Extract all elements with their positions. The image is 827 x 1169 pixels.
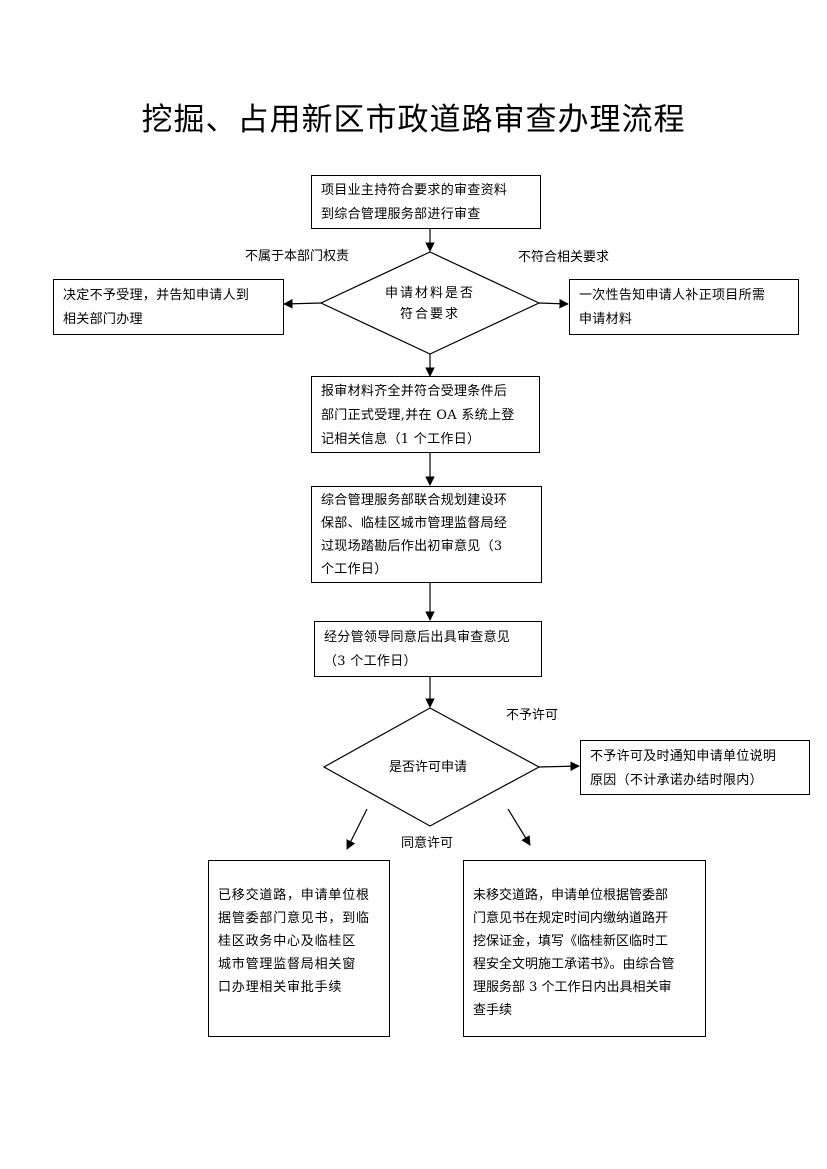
arrow-check-to-supplement [538,298,569,309]
decision-permit-text: 是否许可申请 [388,760,467,775]
node-leader-approval: 经分管领导同意后出具审查意见 （3 个工作日） [314,621,542,677]
node-transferred-road: 已移交道路，申请单位根 据管委部门意见书，到临 桂区政务中心及临桂区 城市管理监… [208,860,390,1037]
label-not-permitted: 不予许可 [506,708,559,723]
node-start: 项目业主持符合要求的审查资料 到综合管理服务部进行审查 [311,175,541,229]
decision-diamond-permit [322,707,541,827]
arrow-decision-to-not-permitted [538,761,580,772]
label-not-meeting-requirements: 不符合相关要求 [518,250,610,265]
node-supplement: 一次性告知申请人补正项目所需 申请材料 [569,279,799,335]
node-not-permitted: 不予许可及时通知申请单位说明 原因（不计承诺办结时限内） [580,740,810,795]
arrow-decision-to-untransferred [507,808,531,846]
page-title: 挖掘、占用新区市政道路审查办理流程 [141,102,686,138]
node-untransferred-road: 未移交道路，申请单位根据管委部 门意见书在规定时间内缴纳道路开 挖保证金，填写《… [463,860,706,1037]
node-reject: 决定不予受理，并告知申请人到 相关部门办理 [53,279,284,335]
arrow-decision-to-transferred [346,808,368,850]
node-joint-review: 综合管理服务部联合规划建设环 保部、临桂区城市管理监督局经 过现场踏勘后作出初审… [311,486,542,583]
arrow-check-to-reject [283,298,322,309]
node-accept: 报审材料齐全并符合受理条件后 部门正式受理,并在 OA 系统上登 记相关信息（1… [311,376,540,453]
decision-materials-text: 申请材料是否 符合要求 [384,286,475,322]
label-not-responsible: 不属于本部门权责 [245,249,350,264]
label-agree-permit: 同意许可 [401,836,454,851]
